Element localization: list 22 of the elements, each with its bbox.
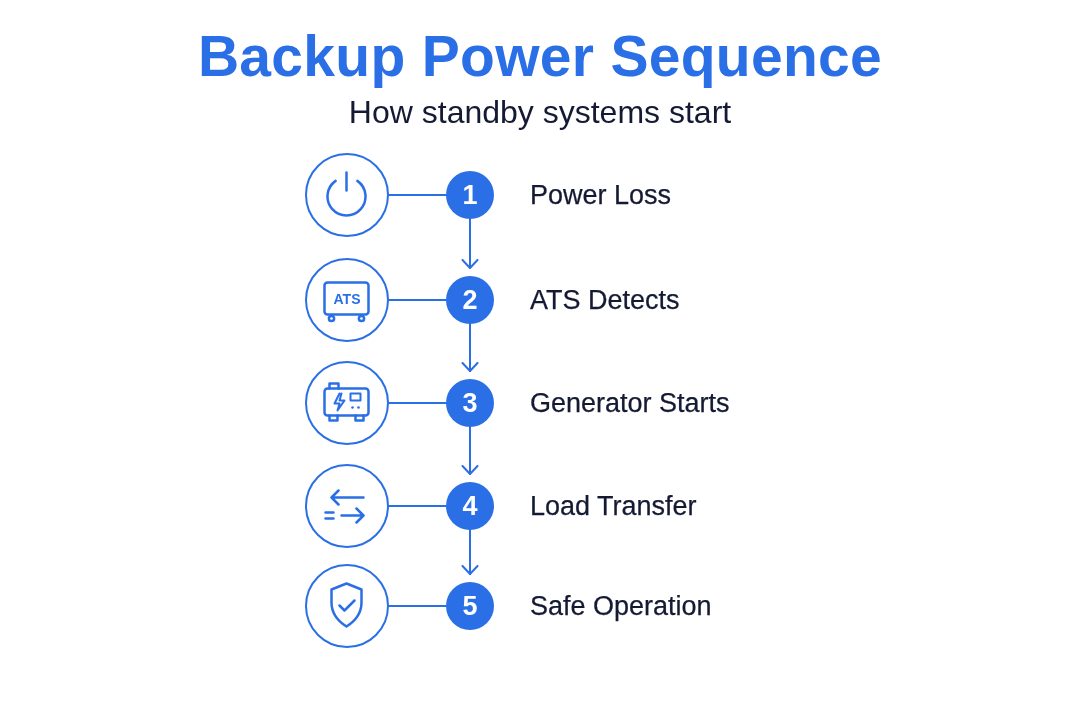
subtitle: How standby systems start — [348, 93, 732, 132]
arrow — [461, 218, 479, 269]
connector-line — [388, 194, 447, 196]
arrow — [461, 529, 479, 575]
step-label: Generator Starts — [530, 387, 730, 419]
step-label: Safe Operation — [530, 590, 712, 622]
step-label: ATS Detects — [530, 284, 680, 316]
step-label: Power Loss — [530, 179, 672, 211]
connector-line — [388, 605, 447, 607]
connector-line — [388, 299, 447, 301]
title: Backup Power Sequence — [197, 24, 883, 88]
connector-line — [388, 402, 447, 404]
step-number-circle: 5 — [446, 582, 494, 630]
cabinet-label: ATS — [333, 290, 361, 307]
arrow — [461, 426, 479, 475]
arrow — [461, 323, 479, 372]
step-number-circle: 1 — [446, 171, 494, 219]
step-label: Load Transfer — [530, 490, 697, 522]
step-number-circle: 4 — [446, 482, 494, 530]
step-number-circle: 2 — [446, 276, 494, 324]
connector-line — [388, 505, 447, 507]
step-number-circle: 3 — [446, 379, 494, 427]
